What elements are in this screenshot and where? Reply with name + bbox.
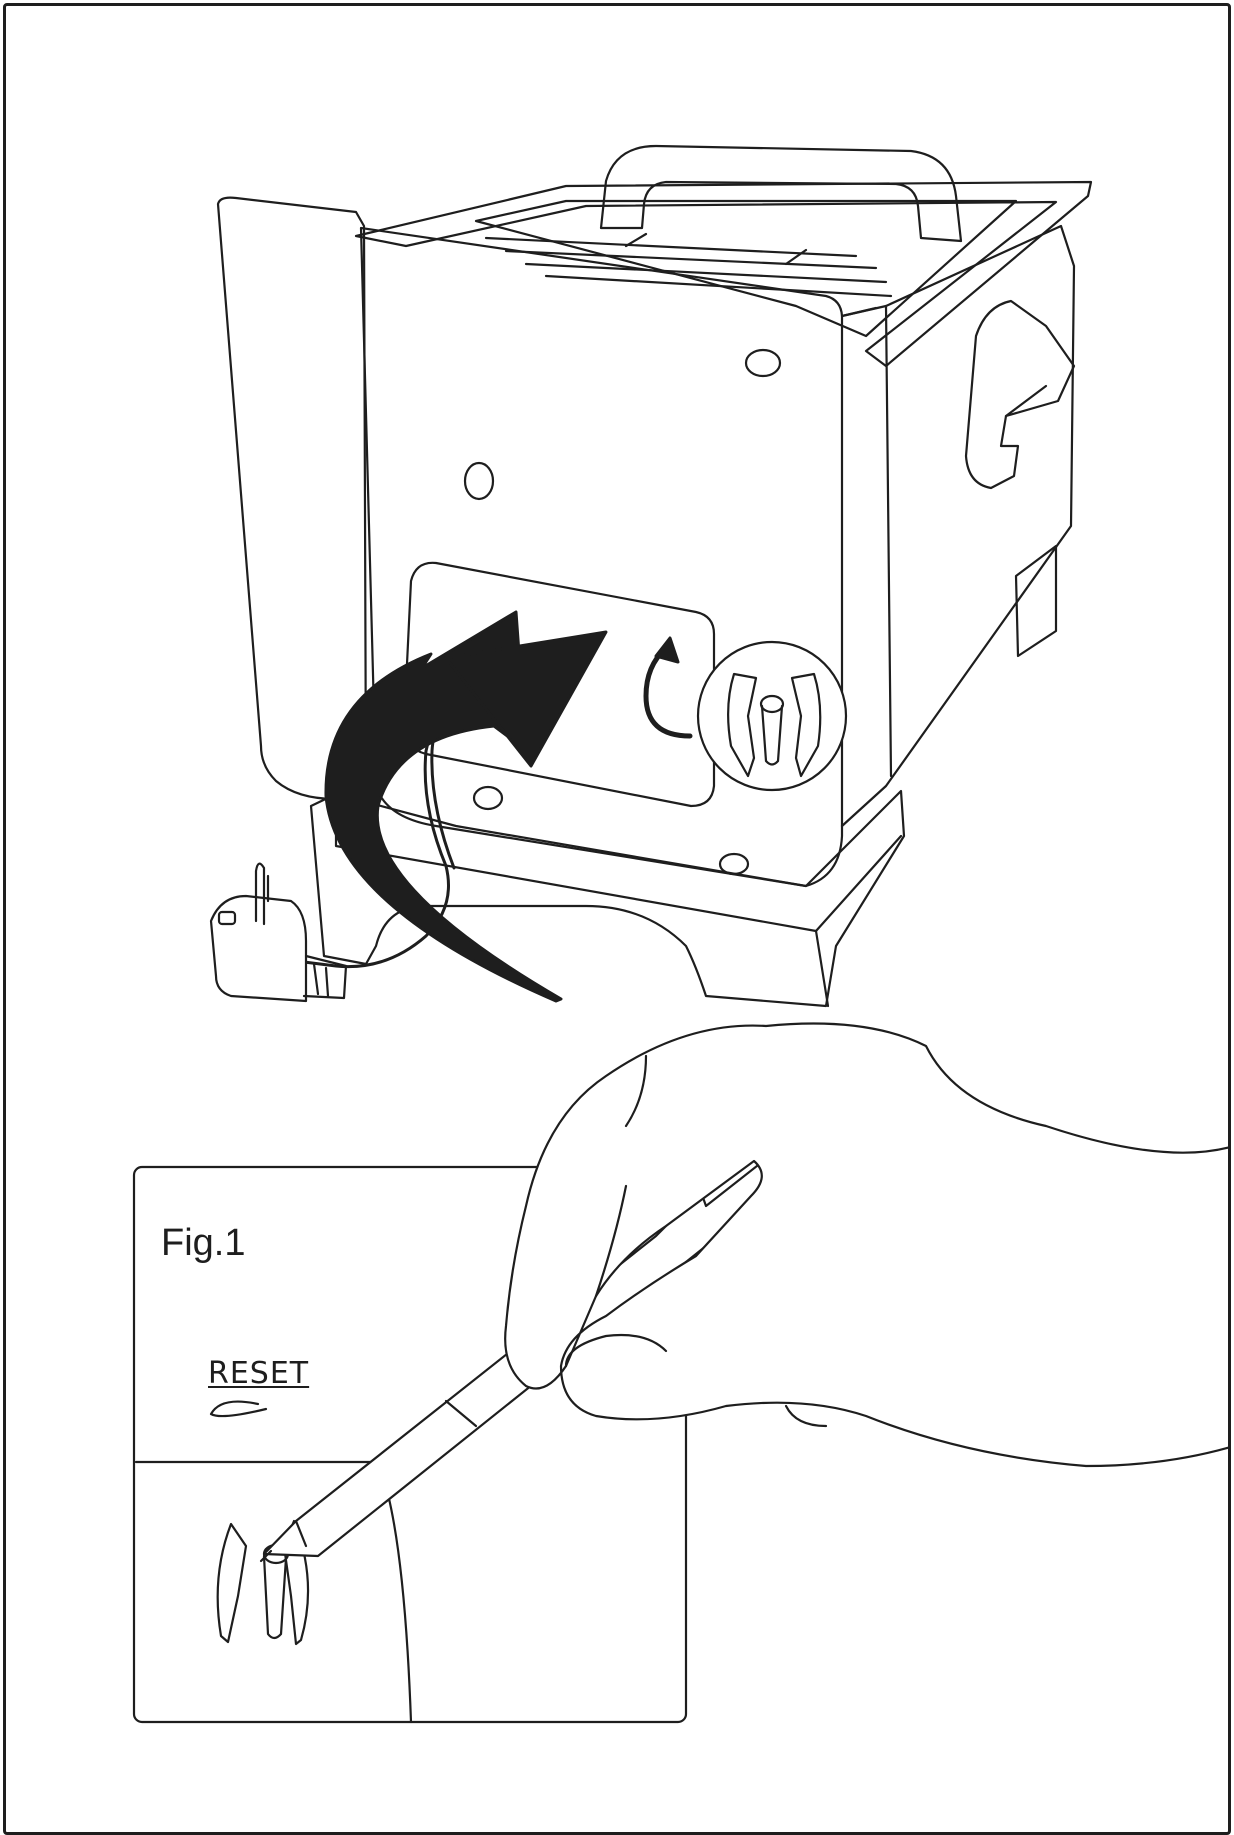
reset-label: RESET [208, 1356, 310, 1391]
figure-label: Fig.1 [161, 1222, 246, 1264]
fryer-reset-illustration [132, 144, 1228, 1724]
diagram-frame: Fig.1 RESET [3, 3, 1231, 1835]
screw-holes [463, 348, 782, 876]
curved-arrow-icon [324, 610, 608, 1003]
lid-handle [599, 144, 963, 243]
rotate-arrow-icon [643, 636, 693, 739]
reset-button-magnifier [696, 640, 848, 792]
fryer-lid [354, 180, 1093, 368]
hand-with-pen [259, 1022, 1228, 1563]
